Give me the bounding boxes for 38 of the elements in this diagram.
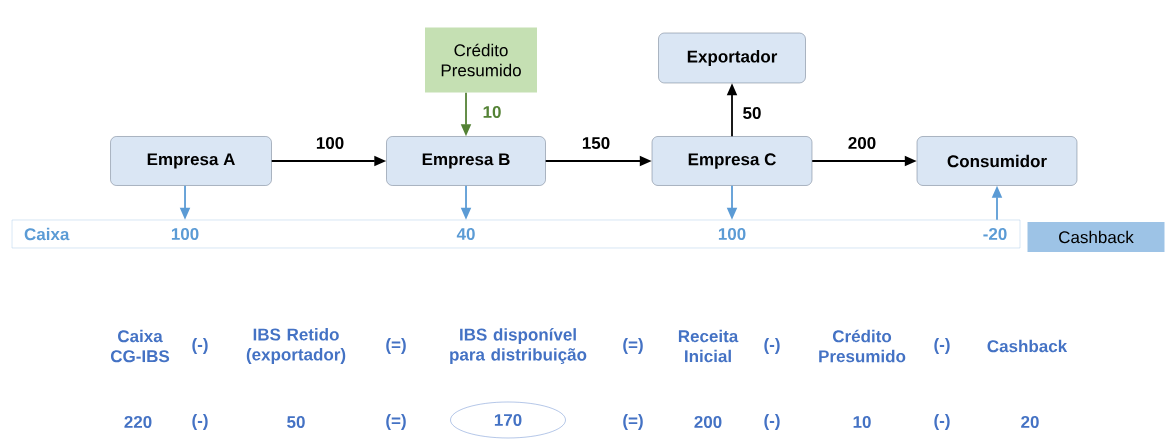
formula-term: 50 xyxy=(287,415,305,428)
formula-term: (=) xyxy=(623,338,643,354)
formula-term: 20 xyxy=(1021,415,1039,428)
cash-value: 100 xyxy=(171,227,199,240)
entity-box: Exportador xyxy=(658,32,806,84)
edge-label: 50 xyxy=(741,106,763,120)
formula-term: (-) xyxy=(192,338,208,354)
formula-term: 200 xyxy=(694,415,722,428)
formula-term: (-) xyxy=(934,338,950,354)
entity-box: Empresa C xyxy=(651,136,813,186)
formula-term: (-) xyxy=(764,414,780,430)
formula-term: (=) xyxy=(623,414,643,430)
formula-term: Receita Inicial xyxy=(678,329,739,363)
entity-box: Empresa A xyxy=(110,136,272,186)
cash-value: -20 xyxy=(983,227,1007,240)
cashback-box: Cashback xyxy=(1027,222,1165,252)
formula-term: Crédito Presumido xyxy=(819,329,906,363)
edge-label: 150 xyxy=(580,136,612,150)
cash-value: 40 xyxy=(456,227,475,240)
entity-box: Consumidor xyxy=(916,136,1078,186)
edge-label: 100 xyxy=(314,136,346,150)
edge-label: 200 xyxy=(846,136,878,150)
formula-term: IBS disponível para distribuição xyxy=(450,328,587,364)
cash-value: 100 xyxy=(718,227,746,240)
formula-term: (-) xyxy=(764,338,780,354)
formula-term: 10 xyxy=(853,415,871,428)
formula-term: (=) xyxy=(386,414,406,430)
result-oval: 170 xyxy=(450,401,566,439)
formula-term: Caixa CG-IBS xyxy=(110,329,170,363)
edge-label: 10 xyxy=(481,105,503,119)
formula-term: Cashback xyxy=(987,339,1068,353)
formula-term: IBS Retido (exportador) xyxy=(246,328,346,364)
credit-box: Crédito Presumido xyxy=(425,27,537,93)
formula-term: (-) xyxy=(192,414,208,430)
formula-term: 220 xyxy=(124,415,152,428)
formula-term: (-) xyxy=(934,414,950,430)
entity-box: Empresa B xyxy=(386,136,546,186)
formula-term: (=) xyxy=(386,338,406,354)
